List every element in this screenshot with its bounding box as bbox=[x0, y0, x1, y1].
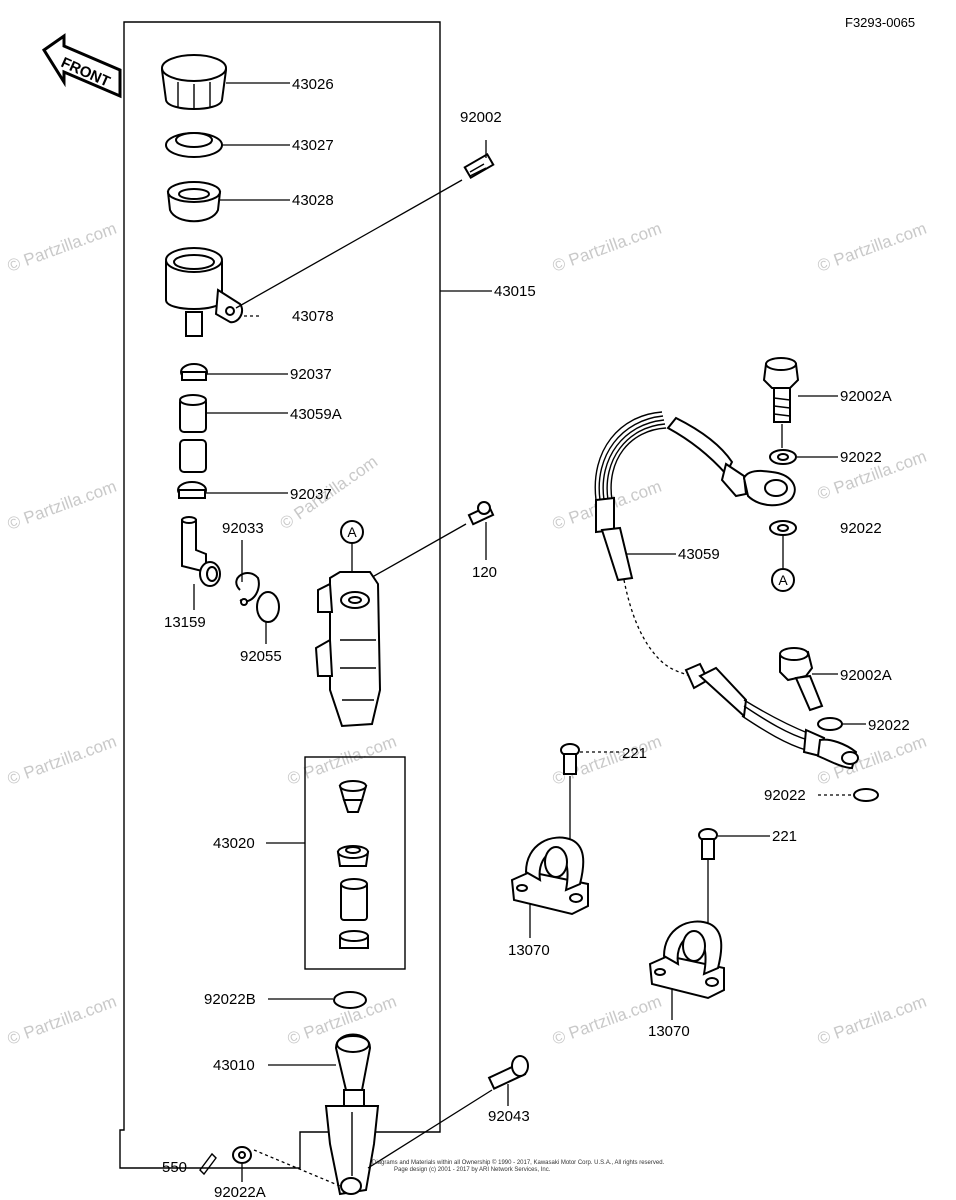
hose-clamp-lower bbox=[177, 481, 207, 499]
part-label[interactable]: 92022A bbox=[214, 1184, 266, 1200]
reservoir-plate bbox=[165, 132, 223, 158]
part-label[interactable]: 43078 bbox=[292, 308, 334, 325]
part-label[interactable]: 92037 bbox=[290, 366, 332, 383]
marker-a-letter: A bbox=[778, 572, 788, 588]
part-labels: 43026 43027 43028 43078 43015 92002 9203… bbox=[162, 76, 910, 1200]
leader-line bbox=[359, 523, 467, 585]
part-label[interactable]: 92002A bbox=[840, 388, 892, 405]
marker-a-circle bbox=[771, 568, 795, 592]
hose-clamp-bracket-a bbox=[510, 836, 589, 916]
part-label[interactable]: 43015 bbox=[494, 283, 536, 300]
part-label[interactable]: 13159 bbox=[164, 614, 206, 631]
part-label[interactable]: 120 bbox=[472, 564, 497, 581]
hose-elbow bbox=[181, 516, 221, 587]
reservoir-hose bbox=[179, 394, 207, 473]
watermark: © Partzilla.com bbox=[5, 732, 119, 789]
part-label[interactable]: 92022 bbox=[840, 520, 882, 537]
hose-clamp-upper bbox=[180, 363, 208, 381]
master-cylinder-body bbox=[314, 571, 382, 728]
part-label[interactable]: 43059A bbox=[290, 406, 342, 423]
part-label[interactable]: 92055 bbox=[240, 648, 282, 665]
part-label[interactable]: 43028 bbox=[292, 192, 334, 209]
part-label[interactable]: 13070 bbox=[508, 942, 550, 959]
part-label[interactable]: 43026 bbox=[292, 76, 334, 93]
part-label[interactable]: 92022 bbox=[868, 717, 910, 734]
part-label[interactable]: 13070 bbox=[648, 1023, 690, 1040]
assembly-outline-43015 bbox=[119, 21, 441, 1169]
watermark: © Partzilla.com bbox=[815, 992, 929, 1049]
piston-circlip bbox=[333, 991, 367, 1009]
part-label[interactable]: 92033 bbox=[222, 520, 264, 537]
part-label[interactable]: 221 bbox=[772, 828, 797, 845]
watermark: © Partzilla.com bbox=[550, 219, 664, 276]
hose-clamp-bracket-b bbox=[648, 920, 725, 1000]
piston-kit-seal bbox=[339, 930, 369, 949]
reservoir-body bbox=[165, 247, 244, 337]
part-label[interactable]: 92037 bbox=[290, 486, 332, 503]
part-label[interactable]: 550 bbox=[162, 1159, 187, 1176]
part-label[interactable]: 92022 bbox=[764, 787, 806, 804]
part-label[interactable]: 92002 bbox=[460, 109, 502, 126]
part-label[interactable]: 43027 bbox=[292, 137, 334, 154]
brake-hose bbox=[594, 411, 859, 770]
part-label[interactable]: 43020 bbox=[213, 835, 255, 852]
part-label[interactable]: 43010 bbox=[213, 1057, 255, 1074]
piston-kit-spring bbox=[338, 780, 368, 813]
crush-washer-bottom bbox=[853, 788, 879, 802]
part-label[interactable]: 92022 bbox=[840, 449, 882, 466]
crush-washer-mid bbox=[817, 717, 843, 731]
cotter-pin bbox=[199, 1152, 217, 1176]
watermark: © Partzilla.com bbox=[5, 992, 119, 1049]
bleed-bolt bbox=[467, 501, 495, 526]
figure-code: F3293-0065 bbox=[845, 15, 915, 30]
watermark-layer: © Partzilla.com © Partzilla.com © Partzi… bbox=[5, 219, 929, 1049]
watermark: © Partzilla.com bbox=[550, 992, 664, 1049]
banjo-bolt-upper bbox=[762, 357, 800, 423]
piston-kit-cup bbox=[336, 845, 370, 867]
part-label[interactable]: 221 bbox=[622, 745, 647, 762]
reservoir-diaphragm bbox=[166, 181, 222, 223]
push-rod-assembly bbox=[324, 1033, 380, 1196]
clevis-pin bbox=[487, 1055, 529, 1090]
reservoir-cap bbox=[160, 54, 228, 110]
piston-kit-piston bbox=[340, 878, 368, 921]
reservoir-bolt bbox=[463, 152, 495, 180]
circlip bbox=[235, 572, 260, 606]
copyright-line: Diagrams and Materials within all Owners… bbox=[372, 1159, 665, 1166]
banjo-bolt-lower bbox=[779, 647, 824, 712]
watermark: © Partzilla.com bbox=[5, 219, 119, 276]
marker-a-letter: A bbox=[347, 524, 357, 540]
watermark: © Partzilla.com bbox=[815, 219, 929, 276]
part-label[interactable]: 92043 bbox=[488, 1108, 530, 1125]
watermark: © Partzilla.com bbox=[285, 732, 399, 789]
part-label[interactable]: 92022B bbox=[204, 991, 256, 1008]
clamp-screw-a bbox=[560, 743, 580, 775]
clamp-screw-b bbox=[698, 828, 718, 860]
copyright-line: Page design (c) 2001 - 2017 by ARI Netwo… bbox=[394, 1167, 551, 1173]
watermark: © Partzilla.com bbox=[5, 477, 119, 534]
o-ring bbox=[256, 591, 280, 623]
part-label[interactable]: 43059 bbox=[678, 546, 720, 563]
part-label[interactable]: 92002A bbox=[840, 667, 892, 684]
leader-line bbox=[235, 179, 463, 309]
piston-kit-box bbox=[304, 756, 406, 970]
leader-line bbox=[367, 1089, 493, 1169]
front-arrow-icon: FRONT bbox=[41, 33, 122, 99]
